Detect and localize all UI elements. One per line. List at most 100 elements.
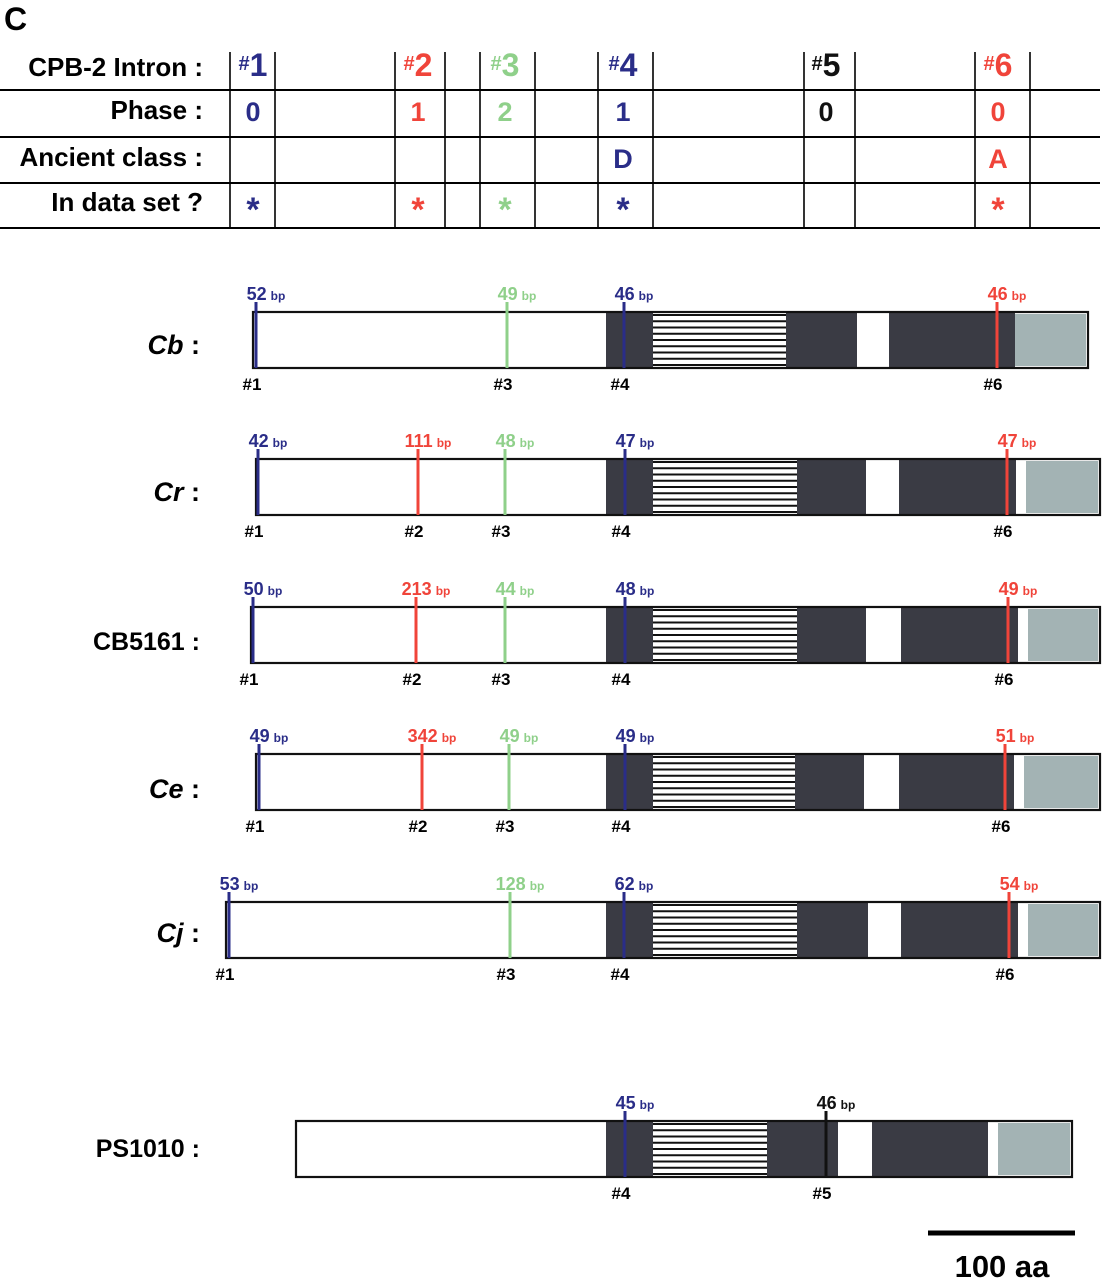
bp-unit: bp	[1024, 879, 1039, 893]
intron-size-label: 46 bp	[817, 1093, 856, 1113]
phase-value: 1	[615, 97, 630, 127]
bp-unit: bp	[841, 1098, 856, 1112]
bp-unit: bp	[524, 731, 539, 745]
intron-1-marker: 52 bp #1	[243, 284, 286, 394]
bp-unit: bp	[640, 436, 655, 450]
intron-size-value: 42	[249, 431, 269, 451]
light-domain-block	[1015, 314, 1086, 366]
intron-size-value: 49	[500, 726, 520, 746]
intron-size-value: 53	[220, 874, 240, 894]
bp-unit: bp	[640, 1098, 655, 1112]
bp-unit: bp	[1012, 289, 1027, 303]
intron-size-value: 52	[247, 284, 267, 304]
gene-label: PS1010 :	[96, 1135, 200, 1163]
intron-number-header: #1	[239, 47, 268, 83]
hash-symbol: #	[239, 53, 250, 75]
in-data-set-marker: *	[246, 191, 260, 229]
intron-position-label: #6	[992, 817, 1011, 836]
intron-size-value: 213	[402, 579, 432, 599]
dark-domain-block	[899, 754, 1014, 810]
gene-label: CB5161 :	[93, 628, 200, 656]
gene-outline	[224, 900, 1102, 960]
bp-unit: bp	[271, 289, 286, 303]
intron-size-value: 50	[244, 579, 264, 599]
scale-bar-label: 100 aa	[955, 1249, 1051, 1280]
intron-size-value: 51	[996, 726, 1016, 746]
dark-domain-block	[795, 754, 864, 810]
intron-number: 1	[250, 47, 268, 83]
intron-position-label: #2	[405, 522, 424, 541]
intron-3-marker: 49 bp #3	[496, 726, 539, 836]
intron-1-marker: 42 bp #1	[245, 431, 288, 541]
dark-domain-block	[606, 754, 653, 810]
bp-unit: bp	[1022, 436, 1037, 450]
bp-unit: bp	[640, 731, 655, 745]
dark-domain-block	[899, 459, 1016, 515]
intron-size-value: 54	[1000, 874, 1020, 894]
bp-unit: bp	[1023, 584, 1038, 598]
intron-size-value: 48	[496, 431, 516, 451]
in-data-set-marker: *	[498, 191, 512, 229]
intron-size-label: 54 bp	[1000, 874, 1039, 894]
intron-size-label: 42 bp	[249, 431, 288, 451]
bp-unit: bp	[268, 584, 283, 598]
light-domain-block	[998, 1123, 1070, 1175]
hash-symbol: #	[404, 53, 415, 75]
intron-size-value: 111	[405, 431, 433, 451]
intron-position-label: #3	[496, 817, 515, 836]
dark-domain-block	[606, 902, 653, 958]
intron-position-label: #6	[994, 522, 1013, 541]
hash-symbol: #	[609, 53, 620, 75]
intron-size-value: 46	[817, 1093, 837, 1113]
dark-domain-block	[901, 607, 1018, 663]
dark-domain-block	[606, 1121, 653, 1177]
intron-position-label: #1	[245, 522, 264, 541]
intron-number-header: #6	[984, 47, 1013, 83]
intron-position-label: #1	[243, 375, 262, 394]
bp-unit: bp	[273, 436, 288, 450]
intron-number: 6	[995, 47, 1013, 83]
hatched-domain	[653, 314, 786, 366]
gene-label-colon: :	[185, 1135, 200, 1163]
intron-position-label: #5	[813, 1184, 832, 1203]
gene-name: Cr	[153, 477, 184, 507]
scale-bar: 100 aa	[928, 1230, 1075, 1280]
ancient-class-value: A	[988, 144, 1008, 174]
hatched-domain	[653, 904, 797, 956]
intron-size-label: 50 bp	[244, 579, 283, 599]
in-data-set-marker: *	[991, 191, 1005, 229]
gene-label-colon: :	[184, 774, 201, 804]
bp-unit: bp	[442, 731, 457, 745]
gene-name: Ce	[149, 774, 184, 804]
table-column-intron-1: #10*	[239, 47, 268, 229]
dark-domain-block	[606, 312, 653, 368]
gene-label: Cj :	[157, 918, 201, 948]
gene-label-colon: :	[184, 330, 201, 360]
table-column-intron-4: #41D*	[609, 47, 638, 229]
panel-label: C	[4, 1, 27, 37]
bp-unit: bp	[530, 879, 545, 893]
dark-domain-block	[889, 312, 1015, 368]
intron-position-label: #3	[492, 522, 511, 541]
